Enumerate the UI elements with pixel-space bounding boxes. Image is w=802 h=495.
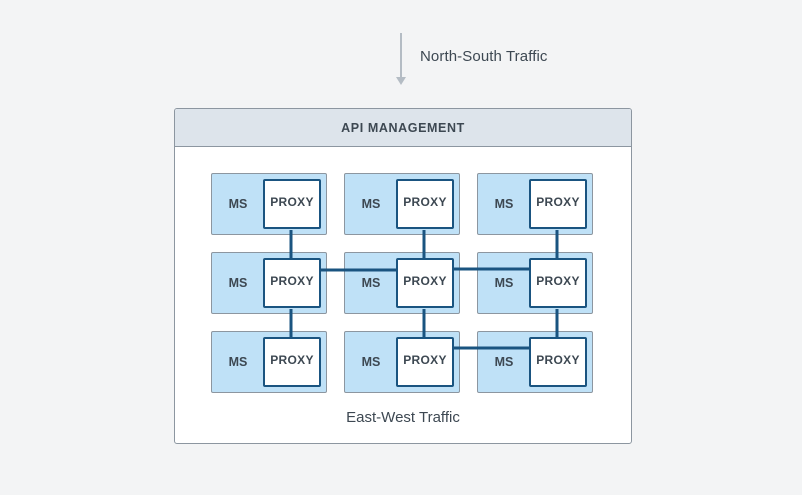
proxy-box: PROXY <box>529 258 587 308</box>
service-cell: MS PROXY <box>211 252 327 314</box>
frame-title: API MANAGEMENT <box>175 109 631 147</box>
service-cell: MS PROXY <box>477 173 593 235</box>
proxy-box: PROXY <box>263 337 321 387</box>
service-cell: MS PROXY <box>211 173 327 235</box>
east-west-traffic-label: East-West Traffic <box>346 409 460 426</box>
ms-label: MS <box>494 355 514 369</box>
proxy-box: PROXY <box>529 179 587 229</box>
proxy-box: PROXY <box>263 258 321 308</box>
service-cell: MS PROXY <box>211 331 327 393</box>
proxy-box: PROXY <box>396 179 454 229</box>
ms-label: MS <box>361 355 381 369</box>
service-cell: MS PROXY <box>344 252 460 314</box>
ms-label: MS <box>494 276 514 290</box>
proxy-box: PROXY <box>396 258 454 308</box>
proxy-box: PROXY <box>263 179 321 229</box>
ms-label: MS <box>228 197 248 211</box>
ms-label: MS <box>228 355 248 369</box>
api-management-frame: API MANAGEMENT MS PROXY MS PROXY MS PROXY MS PR… <box>174 108 632 444</box>
ms-label: MS <box>361 197 381 211</box>
service-cell: MS PROXY <box>344 331 460 393</box>
ms-label: MS <box>228 276 248 290</box>
ms-label: MS <box>361 276 381 290</box>
north-south-arrow <box>396 33 406 85</box>
service-cell: MS PROXY <box>477 331 593 393</box>
service-cell: MS PROXY <box>344 173 460 235</box>
ms-label: MS <box>494 197 514 211</box>
service-cell: MS PROXY <box>477 252 593 314</box>
north-south-traffic-label: North-South Traffic <box>420 48 548 65</box>
proxy-box: PROXY <box>396 337 454 387</box>
arrow-head <box>396 77 406 85</box>
proxy-box: PROXY <box>529 337 587 387</box>
